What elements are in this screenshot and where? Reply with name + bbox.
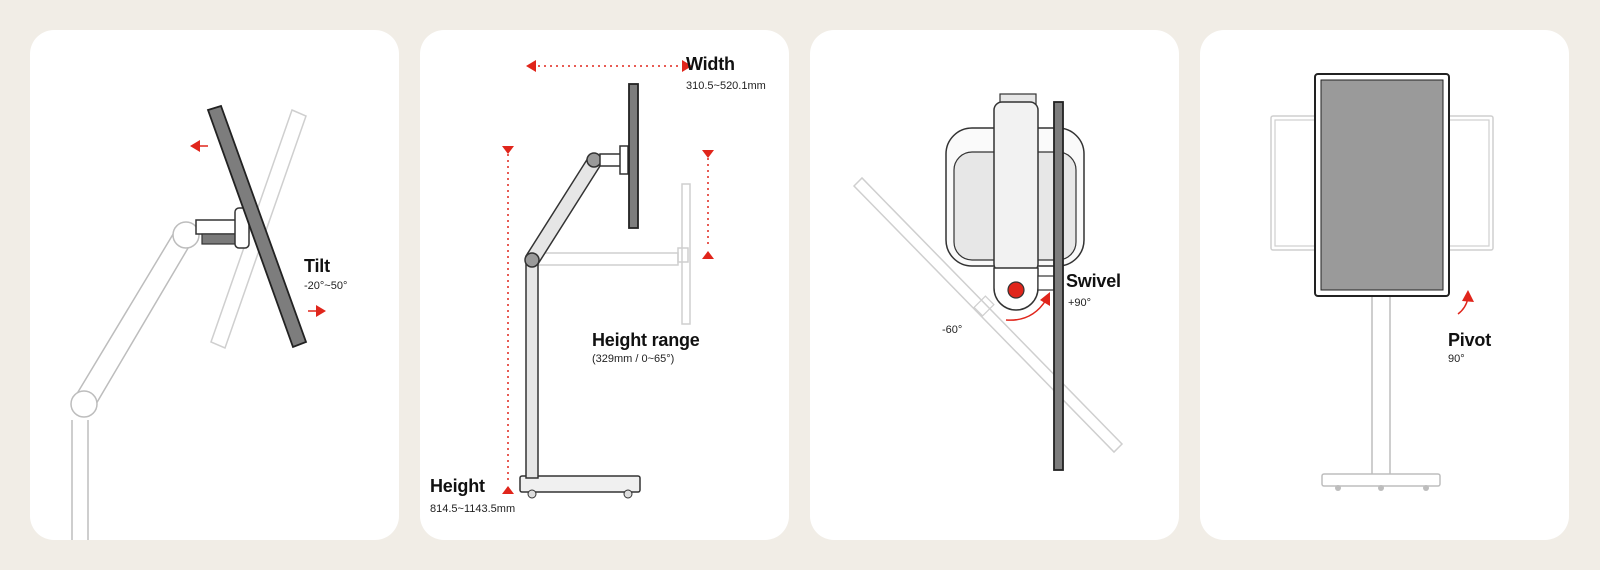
stand-arm <box>76 224 195 406</box>
pivot-wheel-3 <box>1423 485 1429 491</box>
base-wheel-right <box>623 489 633 499</box>
height-range-value: (329mm / 0~65°) <box>592 353 675 365</box>
width-value: 310.5~520.1mm <box>686 80 766 92</box>
lower-joint <box>524 252 540 268</box>
tilt-ghost-monitor <box>210 108 307 350</box>
panel-tilt: Tilt -20°~50° <box>30 30 399 540</box>
tilt-value: -20°~50° <box>304 280 348 292</box>
dimensions-illustration <box>502 60 714 499</box>
pivot-stand-post <box>1371 291 1391 477</box>
swivel-neg-value: -60° <box>942 324 963 336</box>
ghost-arm <box>527 252 679 266</box>
height-arrow-bottom <box>502 486 514 494</box>
swivel-title: Swivel <box>1066 271 1121 291</box>
tilt-title: Tilt <box>304 256 330 276</box>
head-mount <box>599 153 623 167</box>
head-hinge <box>619 145 629 175</box>
swivel-link <box>1037 275 1055 291</box>
tilt-illustration <box>70 104 326 540</box>
swivel-ghost-monitor <box>852 176 1124 454</box>
panel-pivot: Pivot 90° <box>1200 30 1569 540</box>
pivot-wheel-2 <box>1378 485 1384 491</box>
head-mount-lower <box>201 233 237 245</box>
range-arrow-top <box>702 150 714 158</box>
pivot-arrow-head <box>1462 290 1474 302</box>
swivel-pivot-point <box>1007 281 1025 299</box>
pivot-wheel-1 <box>1335 485 1341 491</box>
panel-dimensions: Width 310.5~520.1mm Height range (329mm … <box>420 30 789 540</box>
width-arrow-left <box>526 60 536 72</box>
pivot-monitor-screen <box>1320 79 1444 291</box>
stand-arm <box>524 156 602 266</box>
width-title: Width <box>686 54 735 74</box>
mount-body <box>993 101 1039 273</box>
tilt-hinge <box>234 207 250 249</box>
monitor-side <box>628 83 639 229</box>
pivot-title: Pivot <box>1448 330 1492 350</box>
stand-post <box>525 257 539 479</box>
swivel-arc <box>1005 299 1047 321</box>
tilt-arrow-forward <box>316 305 326 317</box>
upper-joint <box>586 152 602 168</box>
height-title: Height <box>430 476 485 496</box>
base-wheel-left <box>527 489 537 499</box>
tilt-monitor <box>206 104 308 349</box>
swivel-arrow-head <box>1040 292 1050 306</box>
swivel-monitor <box>1053 101 1064 471</box>
swivel-value: +90° <box>1068 297 1092 309</box>
height-arrow-top <box>502 146 514 154</box>
height-value: 814.5~1143.5mm <box>430 503 516 515</box>
stand-base <box>519 475 641 493</box>
lower-joint <box>70 390 98 418</box>
height-range-title: Height range <box>592 330 700 350</box>
pivot-value: 90° <box>1448 353 1465 365</box>
tilt-arrow-back <box>190 140 200 152</box>
ghost-monitor <box>681 183 691 325</box>
ghost-mount <box>677 247 689 263</box>
upper-joint <box>172 221 200 249</box>
swivel-illustration <box>852 93 1124 471</box>
range-arrow-bottom <box>702 251 714 259</box>
pivot-stand-base <box>1321 473 1441 487</box>
head-mount <box>195 219 237 235</box>
width-arrow-right <box>682 60 692 72</box>
swivel-ghost-mount <box>973 295 995 317</box>
panel-swivel: Swivel +90° -60° <box>810 30 1179 540</box>
pivot-illustration <box>1270 73 1494 491</box>
